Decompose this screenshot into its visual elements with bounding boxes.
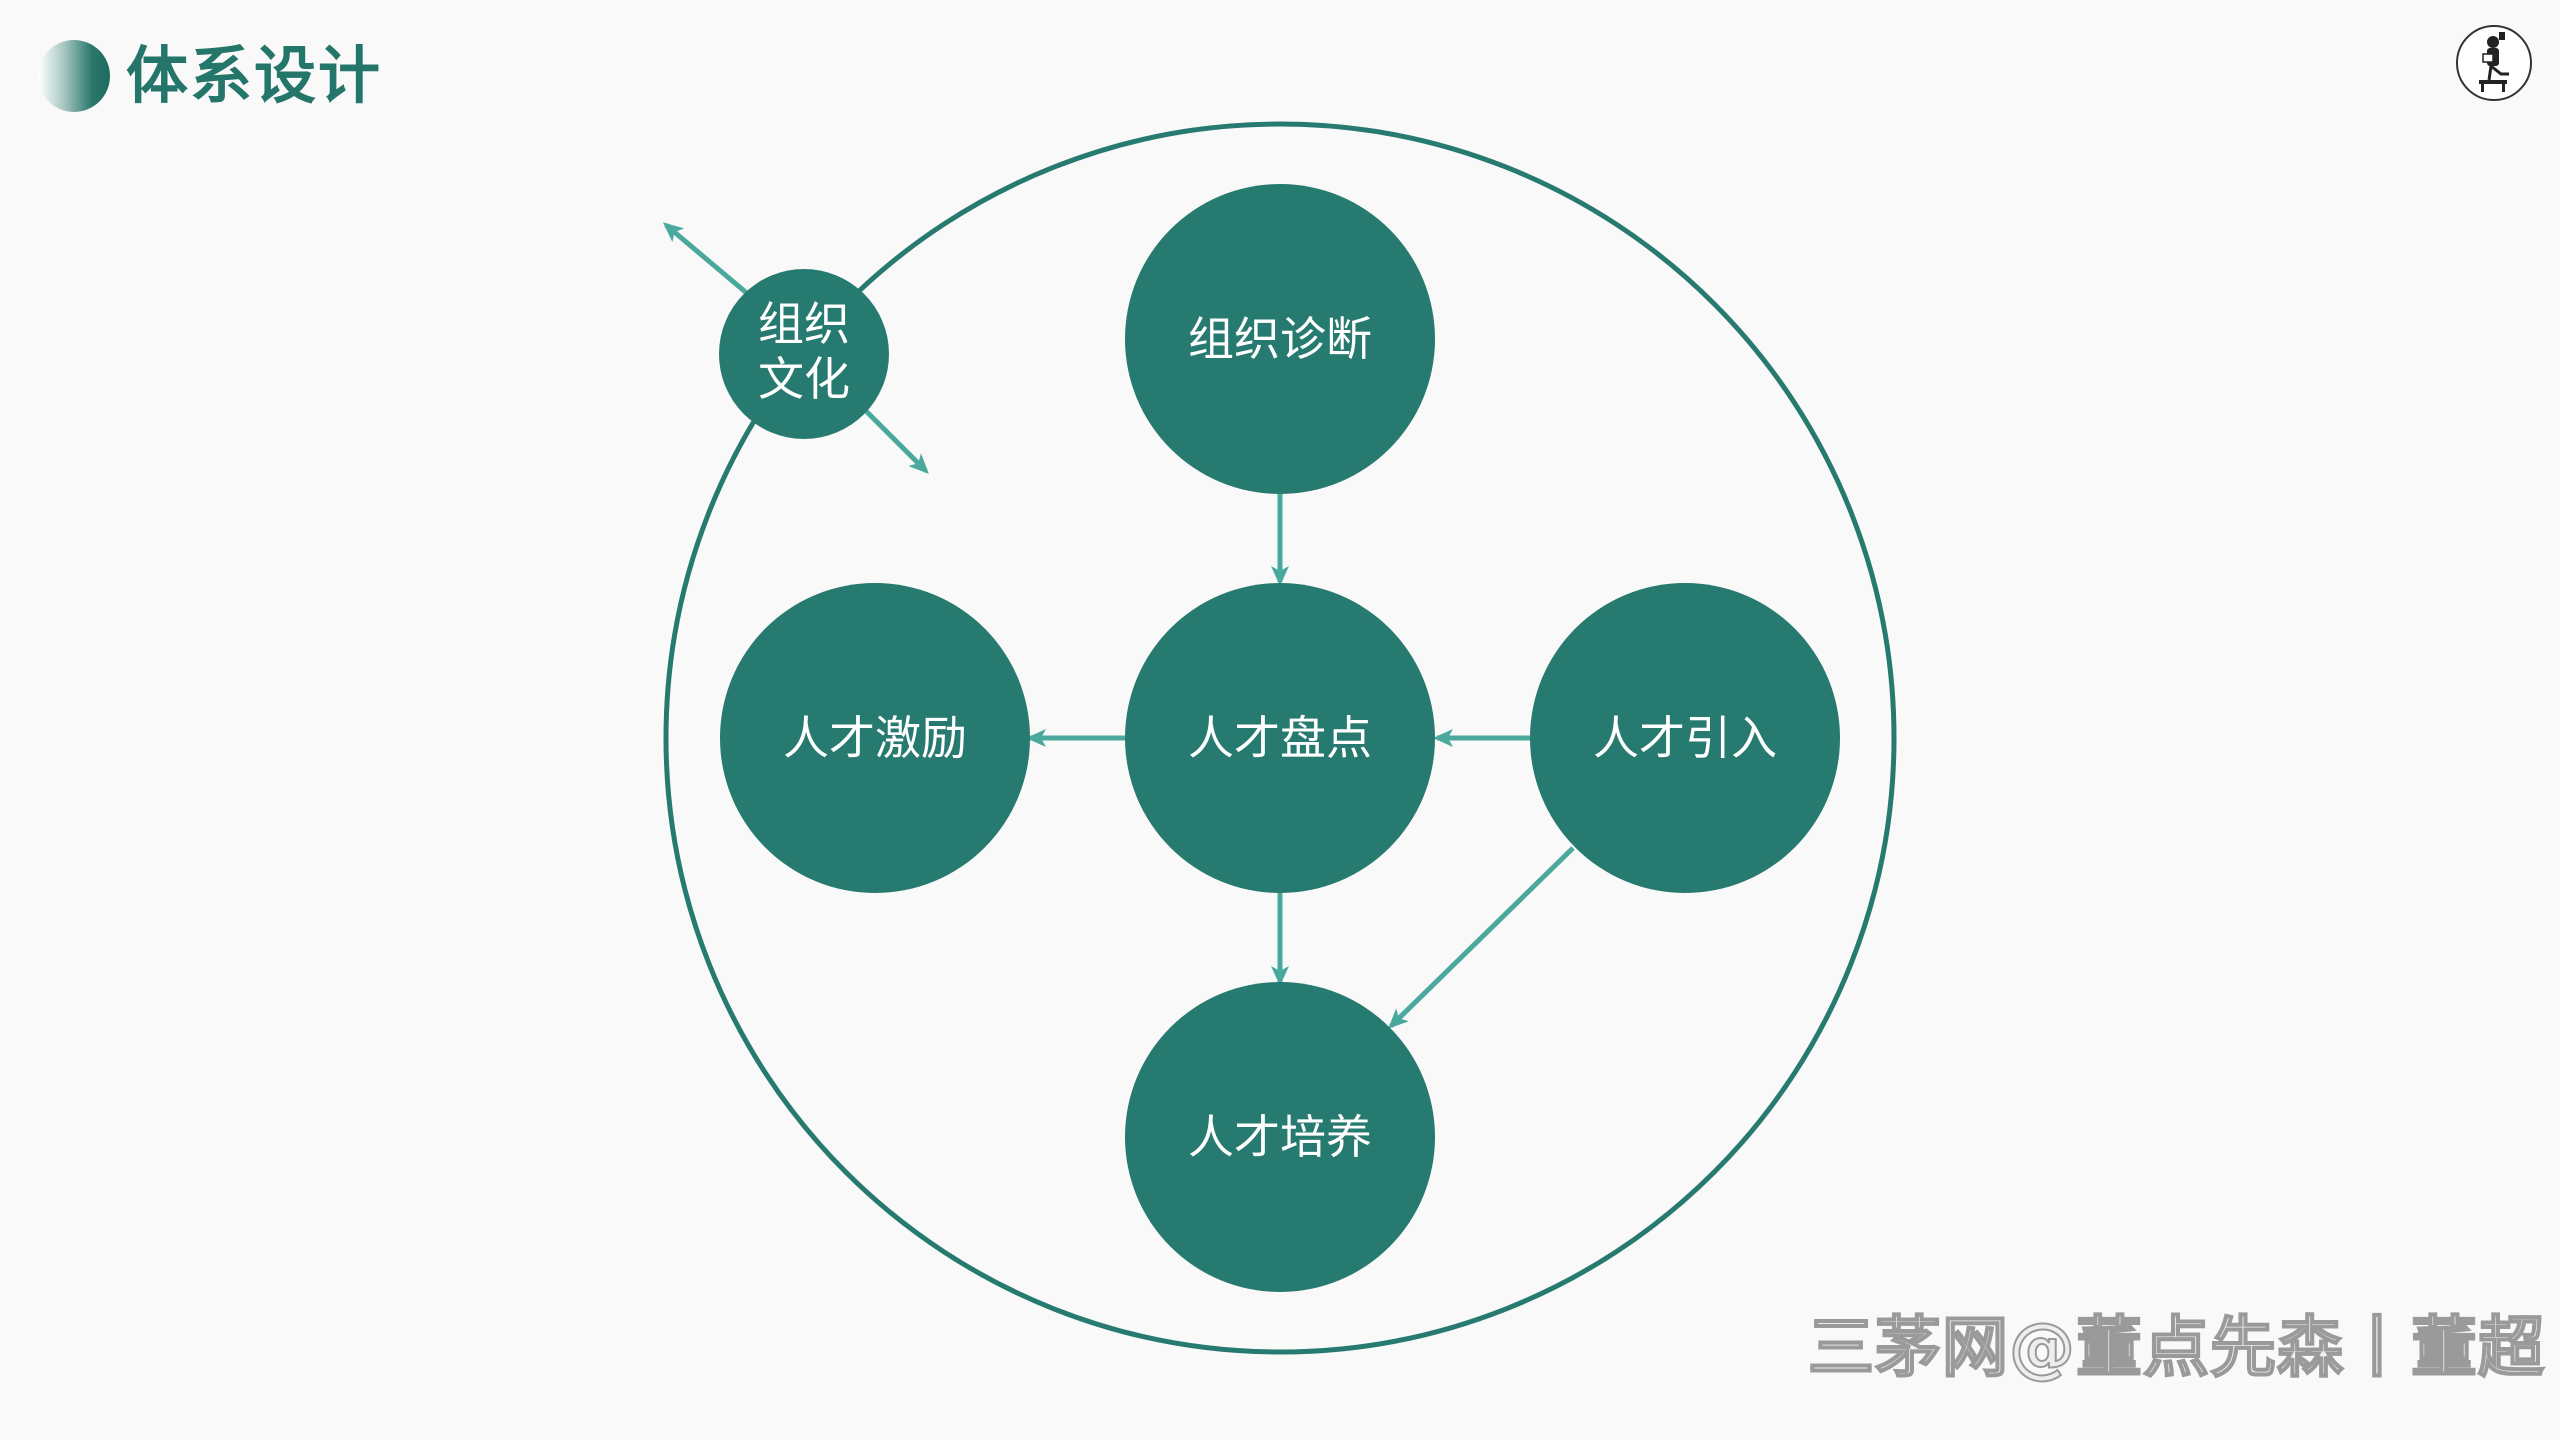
node-inventory: 人才盘点: [1125, 583, 1435, 893]
watermark-text: 三茅网@董点先森丨董超: [1807, 1308, 2545, 1387]
culture-arrow-outward-up: [662, 222, 757, 302]
arrow-introduction-to-training: [1388, 846, 1575, 1029]
person-reading-avatar-icon: [2456, 25, 2532, 101]
node-culture-label-line2: 文化: [758, 352, 850, 406]
outer-ring: [663, 121, 1897, 1355]
node-incentive-label: 人才激励: [783, 711, 967, 765]
node-introduction: 人才引入: [1530, 583, 1840, 893]
node-diagnosis-label: 组织诊断: [1188, 312, 1372, 366]
node-incentive: 人才激励: [720, 583, 1030, 893]
node-inventory-label: 人才盘点: [1188, 711, 1372, 765]
title-gradient-circle-icon: [38, 40, 110, 112]
node-training: 人才培养: [1125, 982, 1435, 1292]
node-culture: 组织 文化: [719, 269, 889, 439]
node-training-label: 人才培养: [1188, 1110, 1372, 1164]
node-culture-label-line1: 组织: [758, 297, 850, 351]
page-title: 体系设计: [126, 39, 383, 112]
node-diagnosis: 组织诊断: [1125, 184, 1435, 494]
node-introduction-label: 人才引入: [1593, 711, 1777, 765]
